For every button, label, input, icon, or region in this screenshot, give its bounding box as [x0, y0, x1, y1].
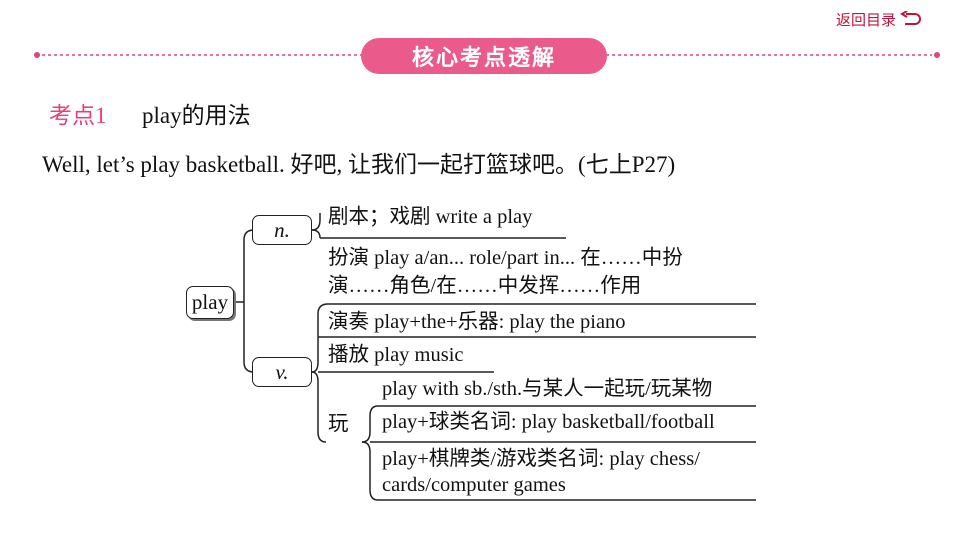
kaodian-title: play的用法 — [142, 103, 251, 128]
noun-item-play: 剧本；戏剧 write a play — [328, 206, 533, 228]
section-banner: 核心考点透解 — [361, 38, 607, 74]
tree-root-label: play — [191, 290, 229, 314]
example-sentence: Well, let’s play basketball. 好吧, 让我们一起打篮… — [42, 152, 676, 177]
verb-item-music: 播放 play music — [328, 344, 464, 366]
verb-node-label: v. — [275, 359, 289, 384]
section-banner-title: 核心考点透解 — [411, 46, 556, 71]
wan-label: 玩 — [328, 413, 349, 435]
wan-item-games-line2: cards/computer games — [382, 474, 566, 496]
noun-node: n. — [252, 215, 312, 245]
return-arrow-icon — [900, 11, 922, 27]
verb-node: v. — [252, 357, 312, 387]
verb-item-instrument: 演奏 play+the+乐器: play the piano — [328, 311, 626, 333]
kaodian-label: 考点1 — [49, 103, 107, 128]
verb-item-role-line1: 扮演 play a/an... role/part in... 在……中扮 — [328, 247, 683, 269]
wan-item-ball: play+球类名词: play basketball/football — [382, 411, 715, 433]
wan-item-with: play with sb./sth.与某人一起玩/玩某物 — [382, 378, 713, 400]
verb-item-role-line2: 演……角色/在……中发挥……作用 — [328, 275, 642, 297]
wan-item-games-line1: play+棋牌类/游戏类名词: play chess/ — [382, 448, 700, 470]
tree-root-node: play — [186, 286, 234, 319]
back-to-contents-label: 返回目录 — [836, 10, 897, 29]
noun-node-label: n. — [274, 217, 290, 242]
back-to-contents-link[interactable]: 返回目录 — [836, 8, 922, 30]
